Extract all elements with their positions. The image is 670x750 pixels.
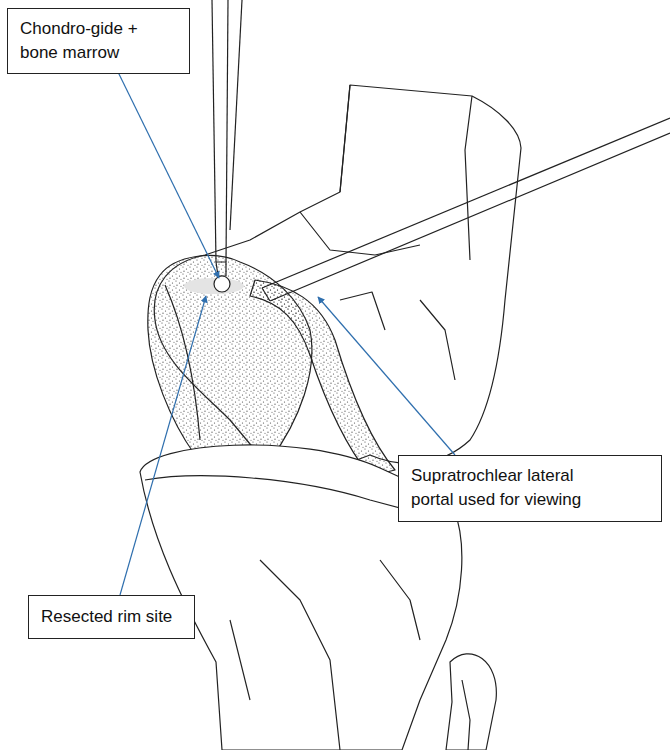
tibia-detail [230,620,250,700]
callout-text: Resected rim site [41,605,186,629]
femur-detail [465,96,472,260]
callout-text: Supratrochlear lateral portal used for v… [411,464,611,512]
arthroscope-tip [262,288,270,301]
leader-line [120,296,206,595]
femur-shaft-line [340,85,350,192]
callout-text: Chondro-gide + bone marrow [20,17,160,65]
fibula-detail [462,680,470,750]
leader-line [318,297,455,455]
forceps [230,0,242,230]
arthroscope [270,133,670,301]
femur-detail [420,300,455,380]
callout-box: Supratrochlear lateral portal used for v… [398,455,662,522]
forceps [226,0,228,262]
leader-line [118,72,219,278]
patella-edge [165,285,200,440]
femur-detail [340,292,385,330]
callout-box: Chondro-gide + bone marrow [7,8,190,74]
forceps [212,0,216,262]
arthroscope [262,118,670,288]
callout-box: Resected rim site [28,595,195,639]
fibula-outline [446,654,496,750]
tibia-detail [380,560,420,640]
tibia-detail [260,560,340,750]
femur-detail [300,212,420,255]
membrane-disc [214,276,230,292]
